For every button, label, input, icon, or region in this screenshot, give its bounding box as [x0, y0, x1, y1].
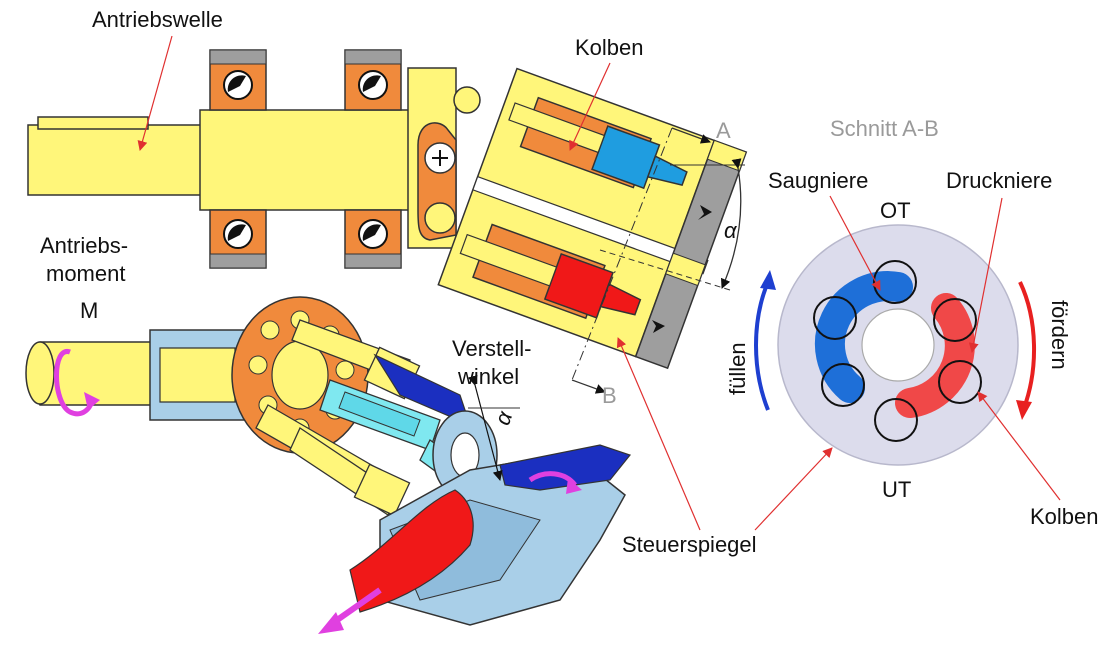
label-tdc: OT — [880, 198, 911, 223]
flow-arrow-in — [698, 205, 712, 220]
alpha-label-top: α — [724, 218, 738, 243]
bearing-top-right — [344, 49, 402, 111]
alpha-label-small: α — [489, 407, 517, 429]
label-bdc: UT — [882, 477, 911, 502]
disc-bore — [861, 308, 935, 382]
bearing-bottom-left — [209, 209, 267, 269]
pressure-kidney — [895, 293, 975, 418]
section-a-label: A — [716, 118, 731, 143]
flow-arrow-out — [652, 320, 665, 333]
bearing-bottom-right — [344, 209, 402, 269]
shaft-body — [199, 109, 416, 211]
cylinder-block — [437, 67, 748, 370]
section-line — [571, 127, 673, 381]
sectional-view: A B α — [27, 49, 748, 408]
section-b-label: B — [602, 383, 617, 408]
filling-arrow — [754, 281, 770, 411]
label-drive-torque-1: Antriebs- — [40, 233, 128, 258]
label-drive-shaft: Antriebswelle — [92, 7, 223, 32]
label-piston-right: Kolben — [1030, 504, 1099, 529]
label-pressure-kidney: Druckniere — [946, 168, 1052, 193]
bearing-top-left — [209, 49, 267, 111]
label-drive-torque-3: M — [80, 298, 98, 323]
ball-joint-top — [453, 86, 481, 114]
label-adjust-angle-2: winkel — [457, 364, 519, 389]
drive-shaft — [27, 124, 219, 196]
label-piston-top: Kolben — [575, 35, 644, 60]
pressure-channel — [349, 489, 474, 613]
shaft-key — [37, 116, 149, 130]
label-section-title: Schnitt A-B — [830, 116, 939, 141]
cutaway-view — [25, 296, 632, 634]
section-disc — [754, 224, 1036, 466]
angle-arc — [720, 158, 742, 289]
label-filling: füllen — [725, 342, 750, 395]
label-suction-kidney: Saugniere — [768, 168, 868, 193]
delivering-arrow — [1018, 281, 1036, 409]
ball-joint-bottom — [424, 202, 456, 234]
label-drive-torque-2: moment — [46, 261, 125, 286]
label-valve-plate: Steuerspiegel — [622, 532, 757, 557]
label-delivering: fördern — [1047, 300, 1072, 370]
label-adjust-angle-1: Verstell- — [452, 336, 531, 361]
